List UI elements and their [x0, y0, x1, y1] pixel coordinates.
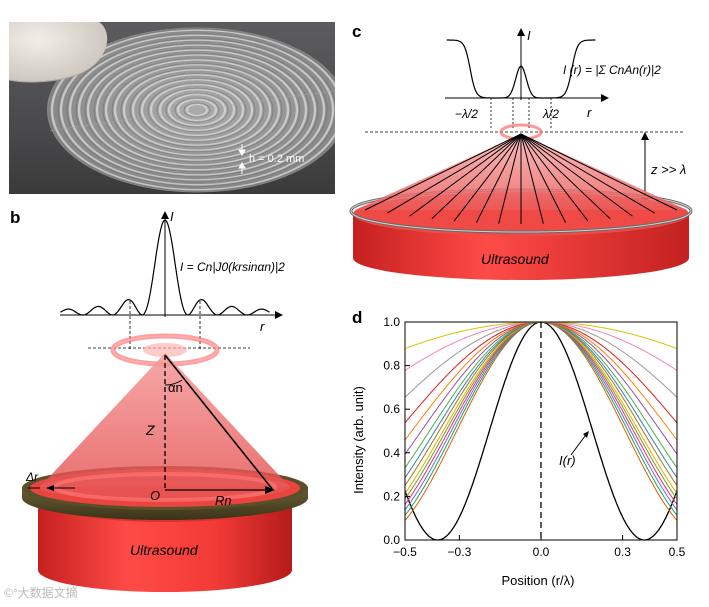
panel-c-axis-I: I	[527, 28, 531, 43]
panel-label-d: d	[352, 308, 363, 327]
ultrasound-label-c: Ultrasound	[481, 251, 550, 267]
metasurface-photo: h = 0.2 mm	[9, 22, 335, 194]
y-tick-label: 1.0	[383, 315, 400, 329]
x-axis-label: Position (r/λ)	[502, 573, 575, 588]
panel-c-superposition-diagram: I r I (r) = |Σ CnAn(r)|2 −λ/2 λ/2 z >> λ…	[349, 28, 693, 280]
thickness-label: h = 0.2 mm	[249, 153, 304, 165]
panel-b-formula: I = Cn|J0(krsinαn)|2	[180, 260, 285, 274]
y-tick-label: 0.6	[383, 402, 400, 416]
y-tick-label: 0.8	[383, 359, 400, 373]
y-tick-label: 0.0	[383, 533, 400, 547]
panel-label-b: b	[10, 208, 21, 227]
panel-b-axis-I: I	[170, 209, 174, 224]
far-field-label: z >> λ	[650, 162, 686, 177]
x-tick-label: 0.5	[669, 545, 686, 559]
bessel-intensity-curve	[60, 219, 270, 316]
superposition-intensity-curve	[446, 39, 596, 99]
panel-c-axis-r: r	[587, 105, 592, 120]
ultrasound-label-b: Ultrasound	[130, 542, 199, 558]
panel-c-formula: I (r) = |Σ CnAn(r)|2	[563, 63, 661, 77]
panel-d-intensity-chart: −0.5 −0.3 0.0 0.3 0.5 0.0 0.2 0.4 0.6 0.8 1.0 Posi…	[351, 315, 686, 588]
radius-label: Rn	[215, 493, 232, 508]
neg-half-lambda: −λ/2	[455, 107, 478, 121]
panel-label-c: c	[352, 22, 362, 41]
panel-b-axis-r: r	[260, 319, 265, 334]
panel-b-cone-diagram: I r I = Cn|J0(krsinαn)|2 αn Z O Rn Δr Ul…	[22, 209, 308, 592]
y-tick-label: 0.2	[383, 489, 400, 503]
x-tick-label: 0.0	[533, 545, 550, 559]
origin-label: O	[150, 488, 160, 503]
x-tick-label: 0.3	[614, 545, 631, 559]
watermark: ©°大数据文摘	[4, 586, 78, 600]
x-tick-label: −0.5	[393, 545, 417, 559]
alpha-label: αn	[168, 380, 183, 395]
delta-r-label: Δr	[25, 470, 39, 484]
y-tick-label: 0.4	[383, 446, 400, 460]
y-axis-label: Intensity (arb. unit)	[351, 386, 366, 494]
x-tick-label: −0.3	[448, 545, 472, 559]
z-label: Z	[145, 422, 155, 438]
curve-label: I(r)	[559, 453, 576, 468]
intensity-series-line	[404, 321, 678, 521]
